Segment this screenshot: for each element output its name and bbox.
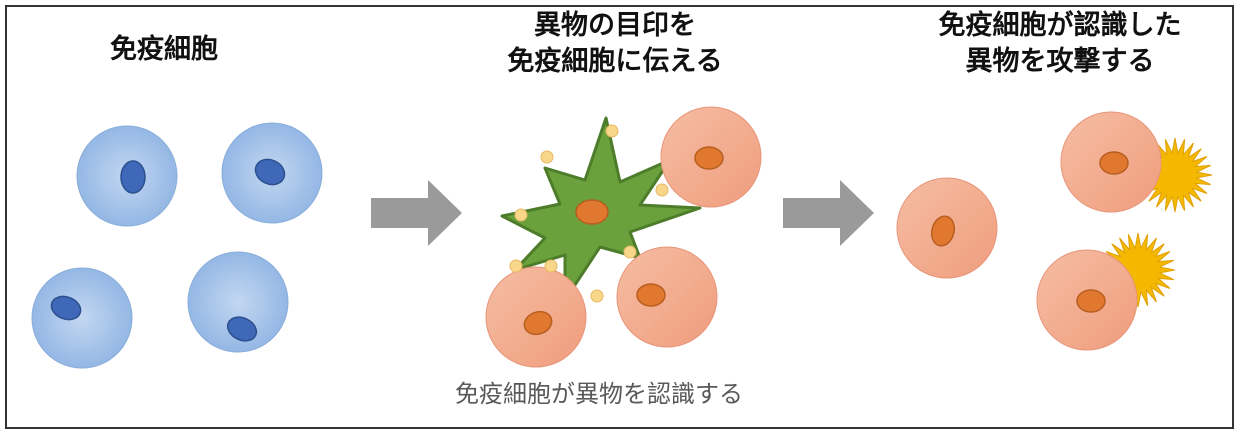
orange-cell bbox=[896, 177, 998, 279]
title-antigen-presentation-line2: 免疫細胞に伝える bbox=[507, 46, 723, 77]
title-antigen-presentation-line1: 異物の目印を bbox=[534, 10, 696, 41]
orange-cell bbox=[485, 266, 587, 368]
orange-cell bbox=[660, 106, 762, 208]
antigen-markers bbox=[509, 124, 669, 303]
title-immune-cells: 免疫細胞 bbox=[110, 34, 218, 65]
blue-cell bbox=[76, 125, 178, 227]
orange-cell bbox=[616, 246, 718, 348]
orange-cell bbox=[1036, 249, 1138, 351]
title-attack: 免疫細胞が認識した 異物を攻撃する bbox=[925, 8, 1195, 80]
title-antigen-presentation: 異物の目印を 免疫細胞に伝える bbox=[490, 8, 740, 80]
title-attack-line2: 異物を攻撃する bbox=[965, 46, 1155, 77]
arrow-right-icon bbox=[371, 180, 462, 246]
blue-cell bbox=[221, 122, 323, 224]
orange-cell bbox=[1060, 111, 1162, 213]
caption-recognition: 免疫細胞が異物を認識する bbox=[455, 380, 743, 408]
blue-cell bbox=[31, 267, 133, 369]
dendritic-cell bbox=[500, 116, 702, 302]
blue-cell bbox=[187, 251, 289, 353]
title-attack-line1: 免疫細胞が認識した bbox=[938, 10, 1182, 41]
arrow-right-icon bbox=[783, 180, 874, 246]
